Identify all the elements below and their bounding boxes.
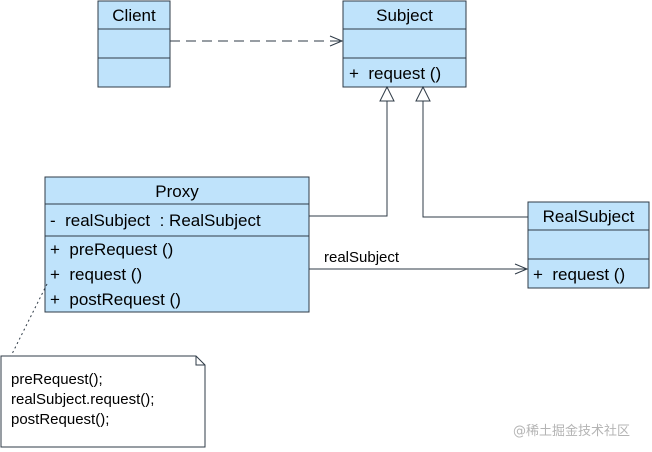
note-folded-corner (195, 356, 205, 366)
proxy-subject-generalization (309, 101, 388, 217)
note-line-postrequest: postRequest(); (11, 411, 109, 428)
client-class-name: Client (112, 6, 156, 25)
proxy-class: Proxy - realSubject : RealSubject + preR… (44, 176, 310, 313)
client-class-box (97, 0, 171, 88)
note-line-request: realSubject.request(); (11, 391, 154, 408)
subject-operation: + request () (349, 64, 441, 83)
watermark: @稀土掘金技术社区 (513, 423, 630, 439)
client-class: Client (97, 0, 171, 88)
proxy-operation-postrequest: + postRequest () (50, 290, 181, 309)
proxy-attribute: - realSubject : RealSubject (50, 211, 261, 230)
proxy-operation-request: + request () (50, 265, 142, 284)
real-subject-class-box (527, 201, 650, 289)
real-subject-class: RealSubject + request () (527, 201, 650, 289)
subject-class: Subject + request () (342, 0, 467, 88)
real-subject-class-name: RealSubject (543, 207, 635, 226)
note-line-prerequest: preRequest(); (11, 371, 103, 388)
real-subject-generalization-arrowhead (415, 85, 431, 102)
note-anchor-line (10, 283, 48, 357)
real-subject-subject-generalization (422, 101, 528, 218)
subject-class-name: Subject (376, 6, 433, 25)
real-subject-operation: + request () (533, 265, 625, 284)
proxy-class-box (44, 176, 310, 313)
proxy-class-name: Proxy (155, 182, 199, 201)
proxy-generalization-arrowhead (379, 85, 395, 102)
note-box (0, 355, 206, 448)
proxy-operation-prerequest: + preRequest () (50, 240, 173, 259)
subject-class-box (342, 0, 467, 88)
association-label: realSubject (324, 249, 400, 266)
